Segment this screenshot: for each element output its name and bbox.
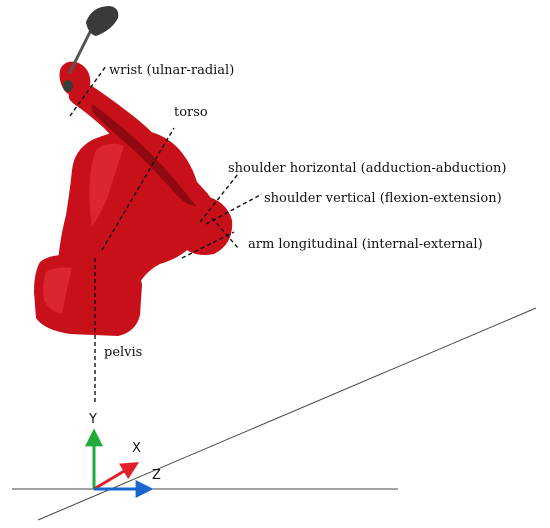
y-axis-label: Y bbox=[88, 412, 97, 427]
arm-longitudinal-axis-line bbox=[181, 231, 235, 259]
joint-axis-lines bbox=[69, 65, 263, 405]
label-pelvis: pelvis bbox=[104, 345, 142, 360]
x-axis-arrow bbox=[93, 462, 140, 491]
golf-club bbox=[63, 6, 119, 92]
golfer-body bbox=[34, 61, 233, 336]
ground-diagonal-line bbox=[37, 307, 537, 521]
joint-labels: wrist (ulnar-radial) torso shoulder hori… bbox=[104, 63, 506, 360]
label-shoulder-vertical: shoulder vertical (flexion-extension) bbox=[264, 191, 502, 206]
club-grip-end bbox=[63, 80, 73, 92]
hands-shape bbox=[59, 61, 91, 97]
torso-highlight bbox=[89, 143, 124, 226]
pelvis-highlight bbox=[43, 267, 72, 314]
torso-axis-line bbox=[101, 127, 175, 251]
label-shoulder-horizontal: shoulder horizontal (adduction-abduction… bbox=[228, 161, 506, 176]
x-axis-label: X bbox=[132, 441, 141, 456]
z-axis-label: Z bbox=[152, 468, 161, 483]
shoulder-vertical-axis-line bbox=[205, 193, 263, 225]
wrist-axis-line bbox=[69, 65, 107, 117]
label-arm-longitudinal: arm longitudinal (internal-external) bbox=[248, 237, 483, 252]
label-torso: torso bbox=[174, 105, 208, 120]
arm-shadow-shape bbox=[91, 104, 196, 206]
label-wrist: wrist (ulnar-radial) bbox=[109, 63, 234, 78]
shoulder-horizontal-axis-line bbox=[199, 173, 239, 223]
club-head bbox=[86, 6, 119, 36]
ground-lines bbox=[12, 307, 537, 521]
coordinate-frame: Y X Z bbox=[85, 412, 161, 498]
